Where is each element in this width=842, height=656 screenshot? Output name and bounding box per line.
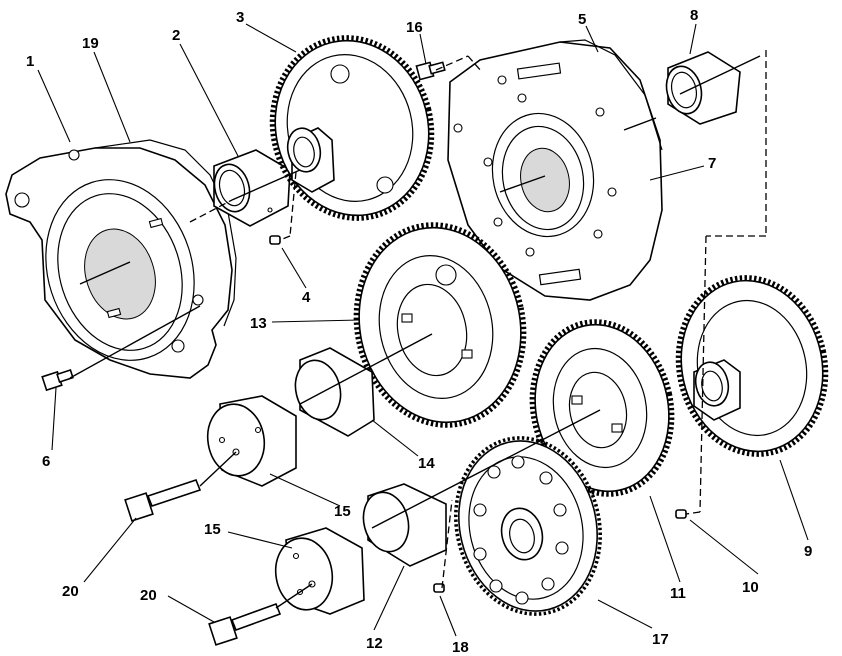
callout-15-upper: 15 [334, 503, 351, 520]
assembly-axes [69, 50, 767, 609]
callout-5: 5 [578, 11, 586, 28]
callout-4: 4 [302, 289, 311, 306]
callout-10: 10 [742, 579, 759, 596]
pin-4 [269, 235, 281, 245]
callout-6: 6 [42, 453, 50, 470]
callout-7: 7 [708, 155, 716, 172]
callout-17: 17 [652, 631, 669, 648]
callout-3: 3 [236, 9, 244, 26]
cup-15-upper [206, 395, 297, 487]
callout-19: 19 [82, 35, 99, 52]
gear-9 [675, 275, 829, 457]
callout-11: 11 [670, 585, 686, 602]
leader-lines [37, 23, 809, 637]
pin-18 [433, 583, 445, 593]
gear-13 [353, 222, 527, 428]
callout-20-upper: 20 [62, 583, 79, 600]
callout-20-lower: 20 [140, 587, 157, 604]
carrier-disc [447, 39, 663, 301]
cup-15-lower [274, 527, 365, 615]
callout-18: 18 [452, 639, 469, 656]
callout-1: 1 [26, 53, 34, 70]
bolt-16 [415, 61, 446, 81]
bushing-8 [665, 51, 741, 125]
callout-labels: 1 19 2 3 4 5 6 7 8 9 10 11 12 13 14 15 1… [26, 7, 812, 656]
callout-14: 14 [418, 455, 435, 472]
callout-16: 16 [406, 19, 423, 36]
callout-13: 13 [250, 315, 267, 332]
callout-2: 2 [172, 27, 180, 44]
gear-17 [454, 436, 602, 616]
pin-10 [675, 509, 687, 519]
bolt-20-upper [124, 479, 202, 522]
gear-11 [529, 319, 675, 497]
front-housing [5, 139, 237, 379]
callout-15-lower: 15 [204, 521, 221, 538]
callout-9: 9 [804, 543, 812, 560]
bolt-6 [41, 369, 74, 392]
callout-12: 12 [366, 635, 383, 652]
sleeve-14 [294, 347, 375, 437]
gear-3 [269, 35, 435, 221]
sleeve-12 [362, 483, 447, 567]
bolt-20-lower [208, 602, 282, 646]
callout-8: 8 [690, 7, 698, 24]
bushing-2 [213, 149, 291, 227]
